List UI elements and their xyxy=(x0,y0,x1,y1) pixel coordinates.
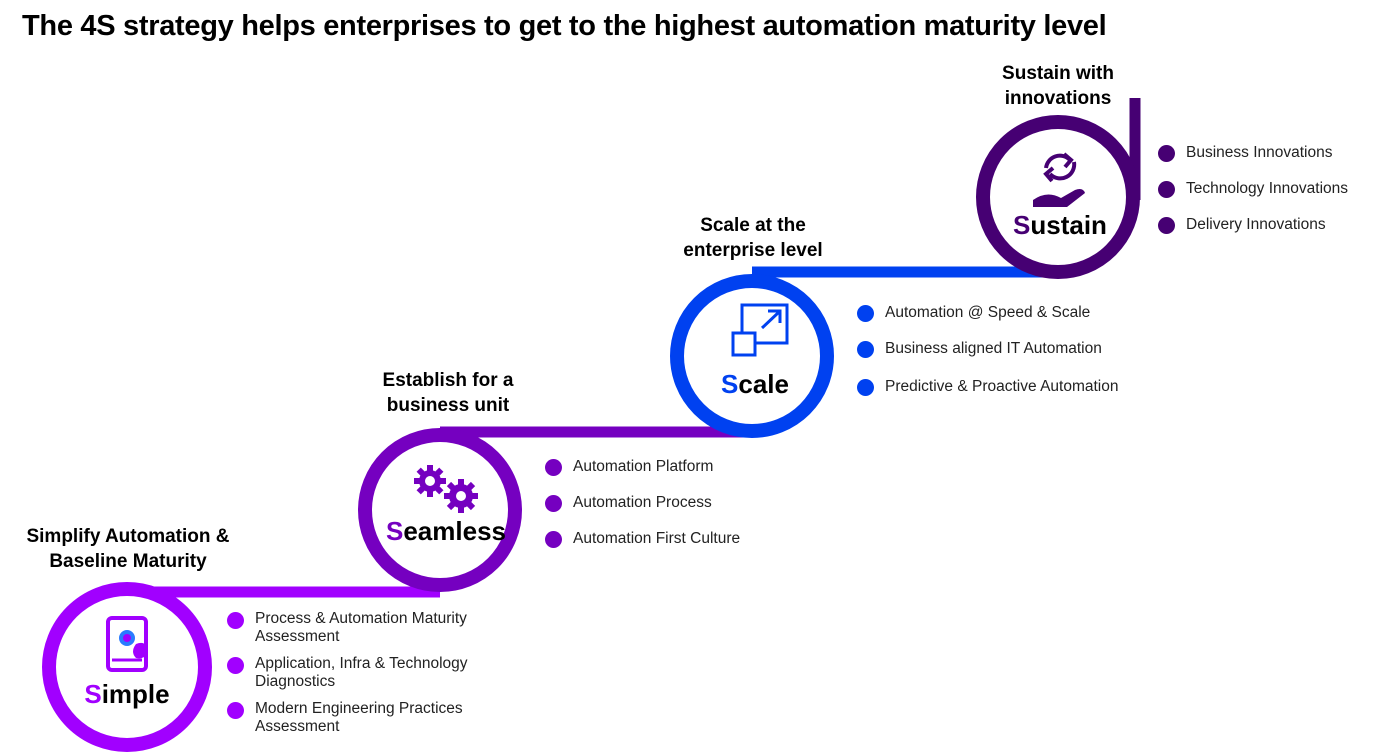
ring-seamless xyxy=(358,428,522,592)
tablet-icon xyxy=(106,616,148,672)
scale-expand-icon xyxy=(731,303,789,357)
bullet-dot xyxy=(545,495,562,512)
list-item: Delivery Innovations xyxy=(1158,216,1378,234)
ring-simple xyxy=(42,582,212,752)
label-simple: Simple xyxy=(70,679,184,710)
label-simple-first: S xyxy=(84,679,102,709)
list-item: Automation @ Speed & Scale xyxy=(857,304,1157,322)
heading-scale: Scale at the enterprise level xyxy=(683,215,823,261)
page-title: The 4S strategy helps enterprises to get… xyxy=(22,10,1107,42)
bullet-dot xyxy=(857,379,874,396)
bullets-simple: Process & Automation Maturity Assessment… xyxy=(227,610,507,736)
gears-icon xyxy=(414,465,478,513)
list-item: Automation Process xyxy=(545,494,805,512)
list-item: Predictive & Proactive Automation xyxy=(857,378,1157,396)
list-item: Modern Engineering Practices Assessment xyxy=(227,700,507,736)
bullet-dot xyxy=(227,657,244,674)
bullet-dot xyxy=(545,459,562,476)
bullet-dot xyxy=(1158,145,1175,162)
bullet-dot xyxy=(857,341,874,358)
bullets-seamless: Automation Platform Automation Process A… xyxy=(545,458,805,548)
list-item: Automation Platform xyxy=(545,458,805,476)
list-item: Technology Innovations xyxy=(1158,180,1378,198)
label-scale-first: S xyxy=(721,369,739,399)
bullet-dot xyxy=(1158,217,1175,234)
refresh-hand-icon xyxy=(1033,152,1085,207)
label-sustain-rest: ustain xyxy=(1030,210,1107,240)
label-simple-rest: imple xyxy=(101,679,170,709)
bullets-sustain: Business Innovations Technology Innovati… xyxy=(1158,144,1378,234)
label-seamless-first: S xyxy=(386,516,404,546)
label-seamless-rest: eamless xyxy=(403,516,506,546)
list-item: Business aligned IT Automation xyxy=(857,340,1157,358)
list-item: Application, Infra & Technology Diagnost… xyxy=(227,655,507,691)
heading-simple: Simplify Automation & Baseline Maturity xyxy=(26,526,230,572)
bullets-scale: Automation @ Speed & Scale Business alig… xyxy=(857,304,1157,396)
list-item: Business Innovations xyxy=(1158,144,1378,162)
list-item: Automation First Culture xyxy=(545,530,805,548)
bullet-dot xyxy=(1158,181,1175,198)
label-sustain: Sustain xyxy=(998,210,1122,241)
bullet-dot xyxy=(545,531,562,548)
bullet-dot xyxy=(227,612,244,629)
heading-seamless: Establish for a business unit xyxy=(382,370,514,416)
heading-sustain: Sustain with innovations xyxy=(1002,63,1114,109)
label-seamless: Seamless xyxy=(378,516,514,547)
bullet-dot xyxy=(227,702,244,719)
list-item: Process & Automation Maturity Assessment xyxy=(227,610,507,646)
label-sustain-first: S xyxy=(1013,210,1031,240)
label-scale: Scale xyxy=(700,369,810,400)
label-scale-rest: cale xyxy=(738,369,789,399)
bullet-dot xyxy=(857,305,874,322)
